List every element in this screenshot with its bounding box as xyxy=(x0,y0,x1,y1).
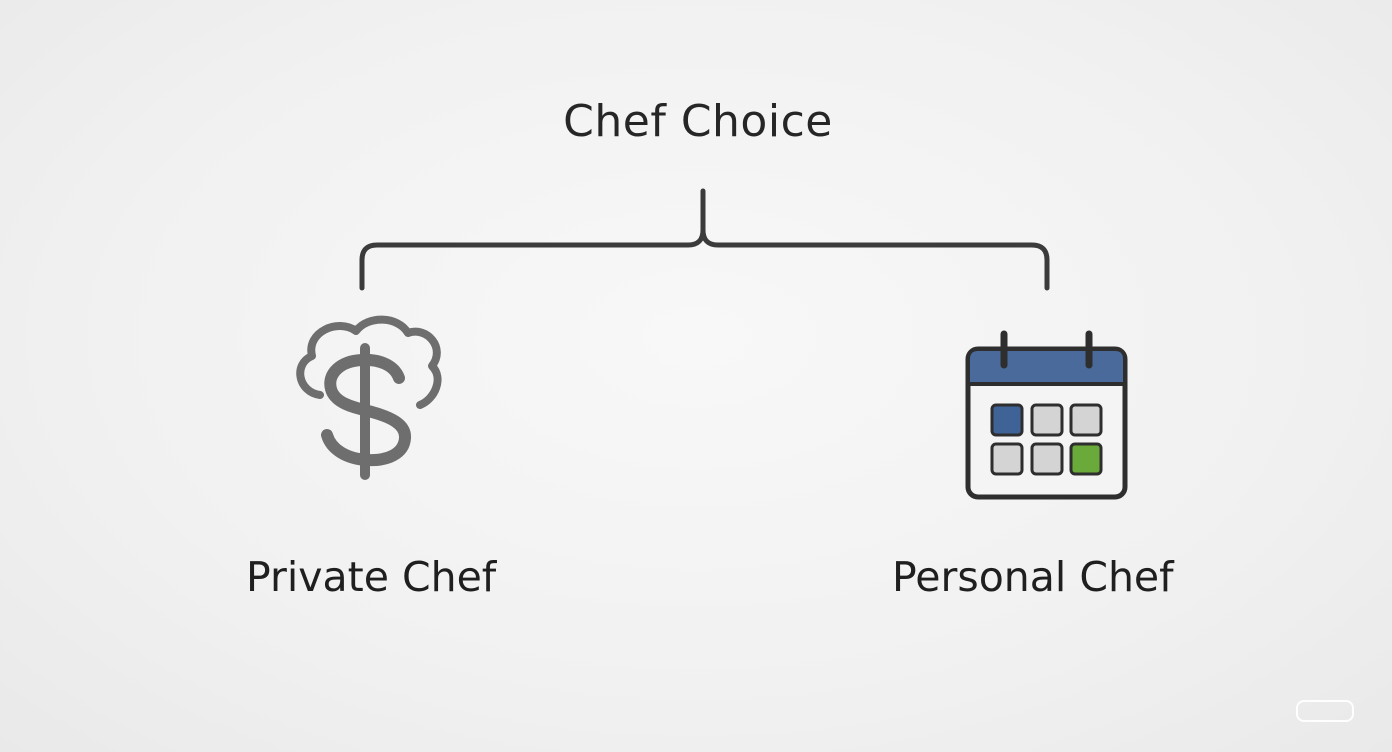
calendar-cell-gray xyxy=(1030,442,1064,476)
dollar-cloud-icon xyxy=(296,315,442,480)
branch-label-private-chef: Private Chef xyxy=(246,553,497,601)
watermark-logo xyxy=(1296,700,1354,722)
diagram-title: Chef Choice xyxy=(563,96,833,147)
calendar-cell-gray xyxy=(990,442,1024,476)
calendar-cell-green xyxy=(1069,442,1103,476)
calendar-cell-gray xyxy=(1069,403,1103,437)
bracket-connector xyxy=(359,188,1050,291)
branch-label-personal-chef: Personal Chef xyxy=(892,553,1174,601)
calendar-cell-blue xyxy=(990,403,1024,437)
calendar-grid xyxy=(990,403,1103,476)
calendar-cell-gray xyxy=(1030,403,1064,437)
calendar-icon xyxy=(965,330,1128,500)
